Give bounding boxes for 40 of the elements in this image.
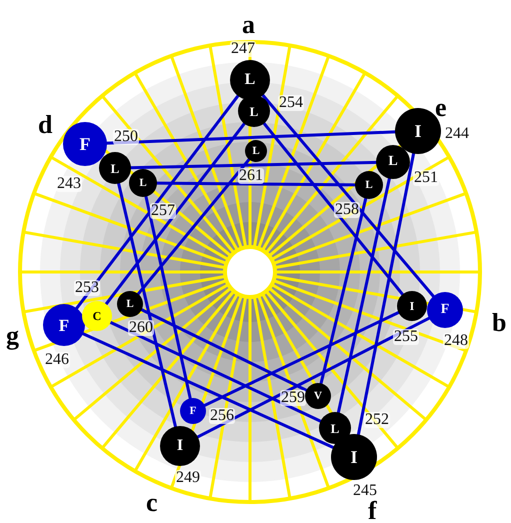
connector-line <box>262 121 405 296</box>
connector-line <box>104 130 398 145</box>
residue-number: 257 <box>150 203 176 219</box>
residue-number: 258 <box>334 202 360 218</box>
connector-line <box>80 331 336 450</box>
connector-line <box>129 160 378 170</box>
residue-number: 252 <box>364 412 390 428</box>
residue-number: 260 <box>128 320 154 336</box>
residue-number: 243 <box>56 176 82 192</box>
heptad-position-label: d <box>38 112 52 138</box>
residue-number: 246 <box>44 352 70 368</box>
heptad-position-label: a <box>242 12 255 38</box>
connector-line <box>336 176 392 414</box>
connector-line <box>116 182 178 429</box>
connector-line <box>356 151 416 437</box>
connector-line <box>104 122 246 306</box>
connector-line <box>319 196 368 385</box>
residue-number: 261 <box>238 168 264 184</box>
residue-number: 248 <box>443 333 469 349</box>
residue-number: 247 <box>230 41 256 57</box>
residue-number: 253 <box>74 280 100 296</box>
connector-line <box>140 308 308 392</box>
residue-number: 251 <box>413 170 439 186</box>
heptad-position-label: g <box>6 323 19 349</box>
connector-line <box>260 92 436 299</box>
heptad-position-label: c <box>146 490 158 516</box>
connector-line <box>202 310 400 408</box>
connector-line <box>108 320 323 424</box>
residue-number: 256 <box>209 408 235 424</box>
connector-line <box>195 316 432 440</box>
heptad-position-label: b <box>492 310 506 336</box>
connector-line <box>74 93 240 311</box>
residue-number: 254 <box>278 95 304 111</box>
residue-number: 259 <box>280 390 306 406</box>
residue-number: 255 <box>393 329 419 345</box>
residue-number: 250 <box>113 129 139 145</box>
heptad-position-label: f <box>368 498 377 523</box>
connector-line <box>156 182 356 186</box>
connector-line <box>144 194 192 400</box>
connector-line <box>136 158 251 296</box>
